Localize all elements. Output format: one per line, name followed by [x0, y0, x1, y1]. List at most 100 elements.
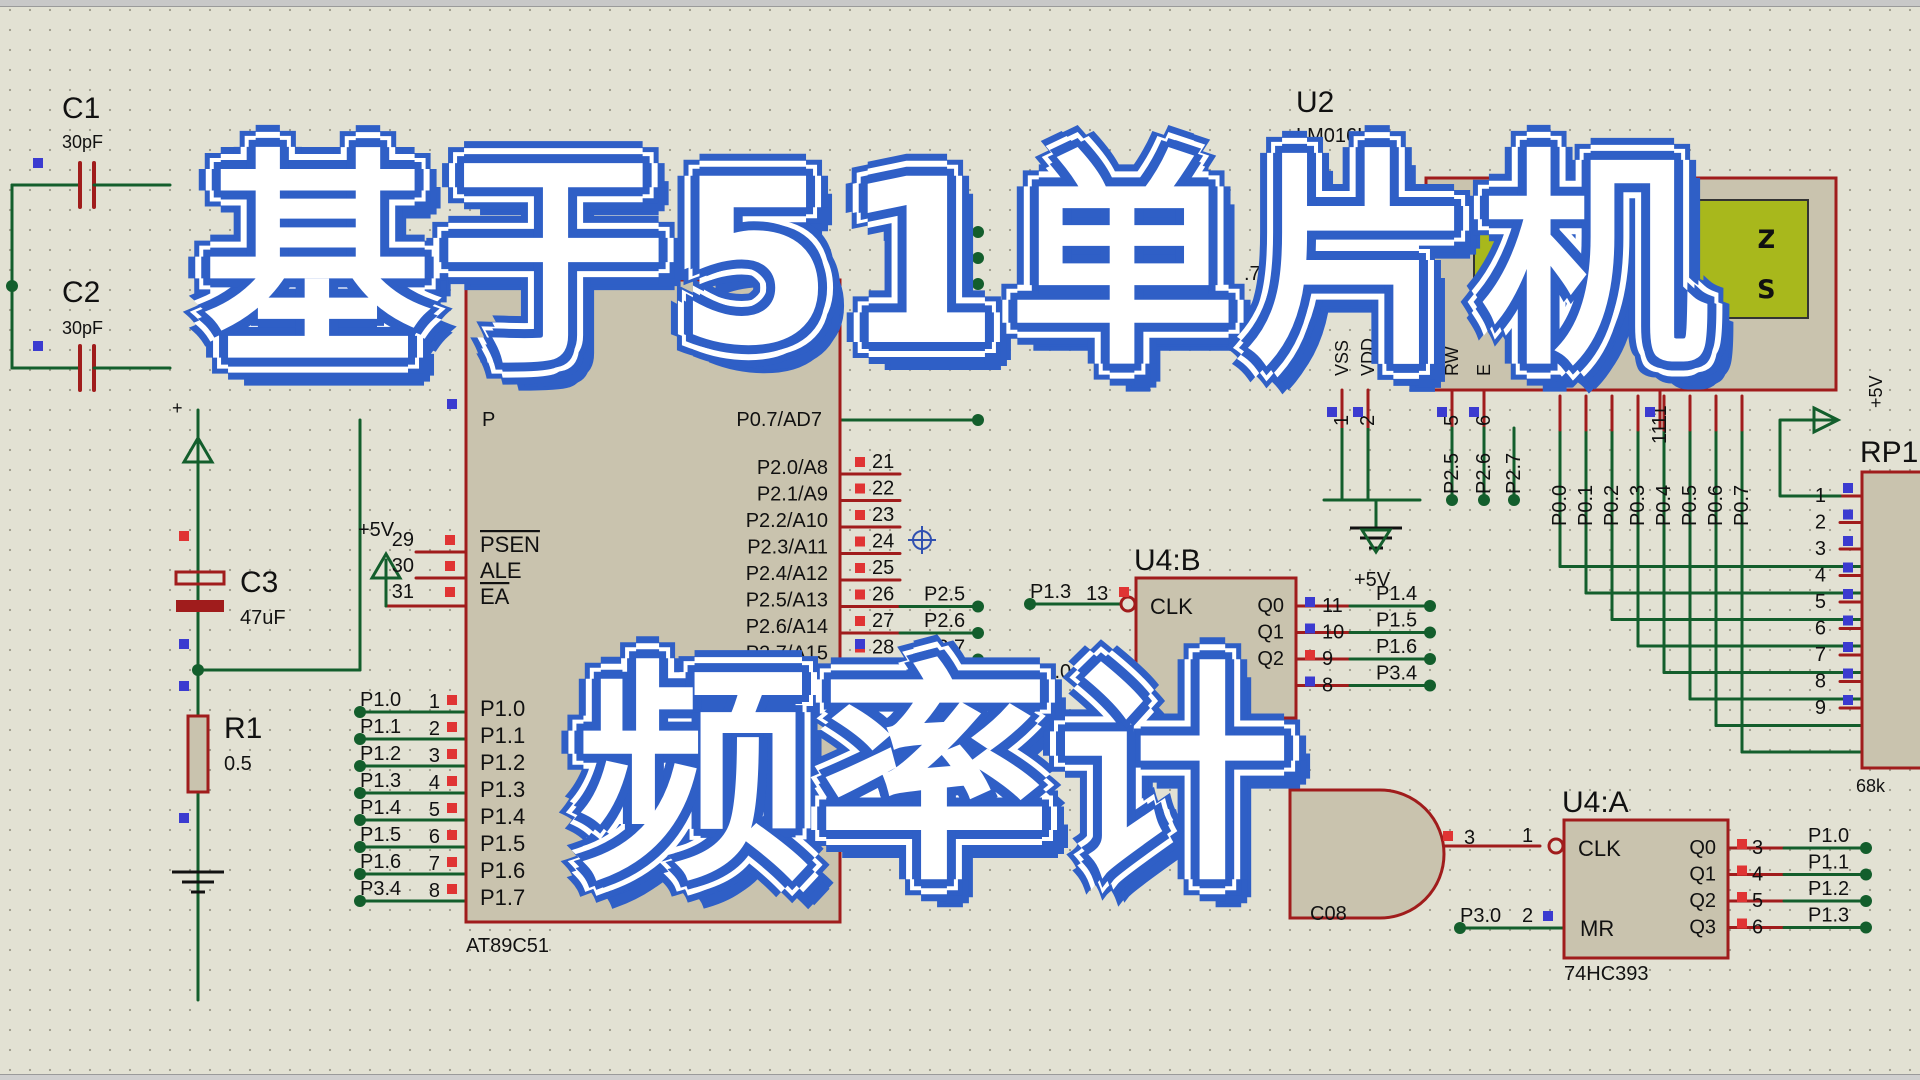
port1-net-label: P3.4 [360, 878, 401, 900]
u4a-out-label: Q0 [1689, 837, 1716, 859]
ea-power-label: +5V [358, 519, 395, 541]
u4b-mr-num: 12 [1086, 663, 1108, 685]
port1-terminal-dot [354, 841, 366, 853]
port2-net-dot [972, 653, 984, 666]
port2-marker [855, 483, 865, 494]
c2-marker [33, 341, 43, 351]
port1-pin-num: 7 [429, 853, 440, 875]
lcd-ctrl-dot [1446, 494, 1458, 506]
u4a-marker [1737, 839, 1747, 849]
u4a-out-dot [1860, 868, 1872, 881]
port2-marker [855, 536, 865, 547]
u4a-out-dot [1860, 921, 1872, 934]
p0-net-label: P0.5 [1679, 485, 1701, 526]
rp1-power-arrow [1812, 405, 1842, 435]
lcd-ctrl-net: P2.6 [1473, 453, 1495, 494]
port1-pin-name: P1.0 [480, 696, 525, 721]
u4a-out-dot [1860, 895, 1872, 907]
c3-value: 47uF [240, 607, 286, 629]
c1-marker [33, 158, 43, 168]
lcd-ctrl-net: P2.7 [1503, 453, 1525, 494]
port2-marker [855, 457, 865, 467]
port1-pin-name: P1.6 [480, 858, 525, 883]
mcu-control-marker [445, 561, 455, 571]
u4b-out-dot [1424, 600, 1436, 612]
u4b-clk-label: CLK [1150, 594, 1193, 619]
port1-pin-name: P1.3 [480, 777, 525, 802]
u4b-vcc-label: +5V [1354, 569, 1391, 591]
c1-ref: C1 [62, 92, 100, 125]
ea-power-arrow [369, 551, 403, 580]
u4a-clk-num: 1 [1522, 825, 1533, 847]
u4a-out-net: P1.0 [1808, 825, 1849, 847]
r1-ref: R1 [224, 712, 262, 745]
lcd-marker [1437, 407, 1447, 417]
mcu-part-label: AT89C51 [466, 935, 549, 957]
c3-plus-mark: + [172, 398, 183, 418]
mcu-control-pin-num: 31 [392, 581, 414, 603]
port2-pin-num: 25 [872, 557, 894, 579]
u4b-out-label: Q2 [1257, 648, 1284, 670]
port2-net-label: P2.7 [924, 637, 965, 659]
rp1-marker [1843, 615, 1853, 626]
p0-net-label: P0.7 [1731, 485, 1753, 526]
port2-net-dot [972, 600, 984, 613]
lcd-pin-num: 11 [1649, 423, 1671, 444]
rp1-pin-num: 7 [1815, 644, 1826, 666]
port1-terminal-dot [354, 787, 366, 799]
u4b-marker [1305, 597, 1315, 607]
port2-pin-num: 21 [872, 451, 894, 473]
u4b-marker [1119, 587, 1129, 597]
rp1-pin-num: 3 [1815, 538, 1826, 560]
lcd-screen [1473, 199, 1809, 319]
u4a-out-num: 3 [1752, 837, 1763, 859]
port1-pin-num: 8 [429, 880, 440, 902]
port1-pin-name: P1.2 [480, 750, 525, 775]
mcu-control-pin-num: 30 [392, 555, 414, 577]
mcu-control-pin-name: EA [480, 584, 510, 609]
u4a-out-net: P1.2 [1808, 878, 1849, 900]
port1-terminal-dot [354, 760, 366, 772]
u4a-out-net: P1.3 [1808, 905, 1849, 927]
c3-marker [179, 639, 189, 649]
lcd-ctrl-dot [1508, 494, 1520, 506]
u4b-marker [1119, 667, 1129, 677]
wires-layer [6, 161, 1872, 1002]
mcu-pin-fragment: P [482, 409, 495, 431]
port1-net-label: P1.1 [360, 716, 401, 738]
c3-plate-bottom [176, 600, 224, 612]
lcd-glyph: z [1756, 217, 1776, 257]
u4a-out-label: Q1 [1689, 864, 1716, 886]
lcd-part: LM016L [1296, 125, 1368, 147]
c3-plate-top [174, 570, 226, 586]
port1-marker [447, 830, 457, 840]
u4b-mr-net: P3.0 [1030, 661, 1071, 683]
mcu-control-marker [445, 587, 455, 597]
u4a-mr-num: 2 [1522, 905, 1533, 927]
u4a-marker [1737, 892, 1747, 902]
and-gate-body [1288, 788, 1446, 920]
lcd-marker [1469, 407, 1479, 417]
port2-net-dot [972, 627, 984, 639]
u4a-out-label: Q2 [1689, 890, 1716, 912]
rp1-marker [1843, 589, 1853, 599]
lcd-pin-name: E [1474, 364, 1494, 376]
port1-net-label: P1.0 [360, 689, 401, 711]
u4a-ref: U4:A [1562, 786, 1629, 819]
port2-pin-num: 22 [872, 478, 894, 500]
u4b-marker [1305, 623, 1315, 634]
port1-pin-name: P1.1 [480, 723, 525, 748]
port2-pin-name: P2.4/A12 [746, 563, 828, 585]
u4a-mr-net: P3.0 [1460, 905, 1501, 927]
port1-net-label: P1.6 [360, 851, 401, 873]
mcu-control-pin-num: 29 [392, 529, 414, 551]
port2-pin-name: P2.3/A11 [747, 537, 828, 559]
lcd-marker [1327, 407, 1337, 417]
port2-net-label: P2.6 [924, 610, 965, 632]
port2-pin-name: P2.7/A15 [746, 643, 828, 665]
p0-terminal-dot [972, 278, 984, 290]
lcd-marker [1645, 407, 1655, 417]
port1-pin-name: P1.4 [480, 804, 525, 829]
lcd-glyph: s [1756, 267, 1776, 307]
